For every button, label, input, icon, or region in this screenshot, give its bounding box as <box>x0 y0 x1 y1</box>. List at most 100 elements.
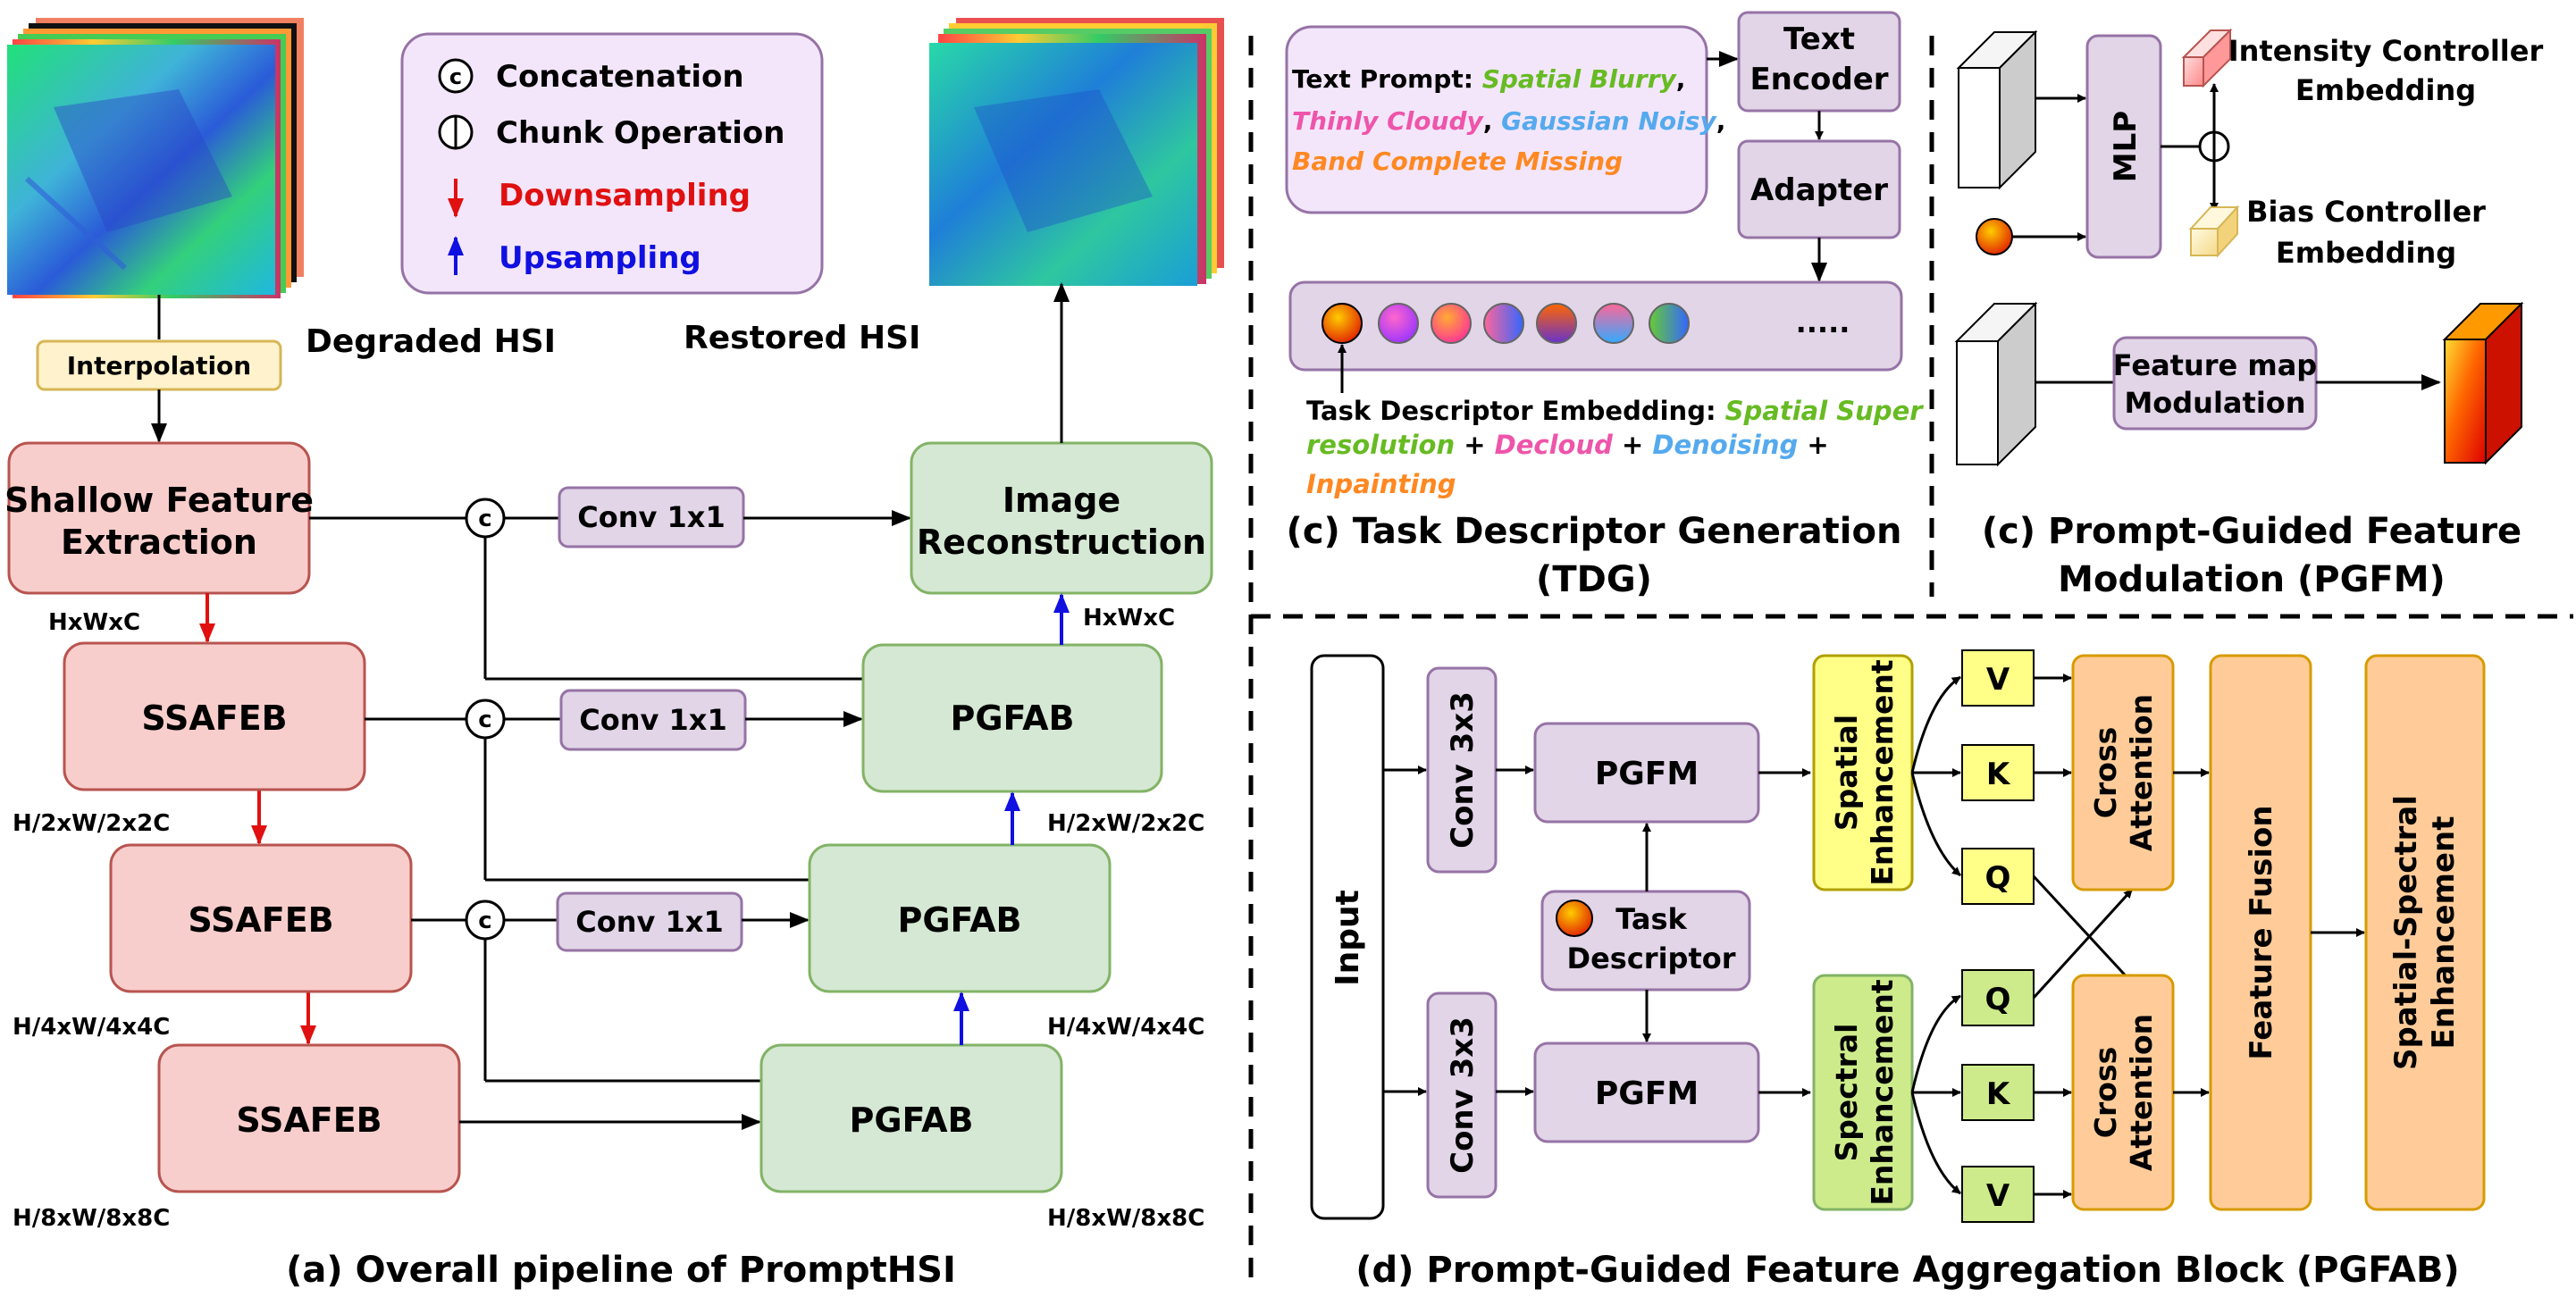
embedding-token-6 <box>1593 303 1634 344</box>
ss-enh-line1: Spatial-Spectral <box>2388 795 2424 1070</box>
pgfab-1: PGFAB <box>950 699 1074 738</box>
text-encoder-line1: Text <box>1783 21 1855 57</box>
legend-concat-symbol: c <box>449 64 462 89</box>
embedding-token-2 <box>1378 303 1419 344</box>
pgfm-bottom: PGFM <box>1595 1075 1699 1112</box>
legend-concatenation: Concatenation <box>496 59 744 95</box>
ss-enh-line2: Enhancement <box>2426 816 2462 1050</box>
dim-h4-left: H/4xW/4x4C <box>13 1014 170 1041</box>
dim-h4-right: H/4xW/4x4C <box>1047 1014 1204 1041</box>
spectral-enh-line1: Spectral <box>1829 1024 1864 1162</box>
tdg-prompt-line2: Thinly Cloudy, Gaussian Noisy, <box>1292 106 1725 136</box>
embedding-dots: ..... <box>1796 305 1850 339</box>
shallow-feature-line2: Extraction <box>61 523 257 562</box>
dim-h8-right: H/8xW/8x8C <box>1047 1205 1204 1232</box>
embedding-token-4 <box>1483 303 1524 344</box>
interpolation-box: Interpolation <box>67 351 251 381</box>
spatial-enh-line2: Enhancement <box>1865 659 1900 885</box>
intensity-embedding-bar <box>2181 28 2233 88</box>
concat-1: c <box>478 506 491 532</box>
bias-embedding-bar <box>2188 205 2240 258</box>
bias-line2: Embedding <box>2276 236 2456 270</box>
task-descriptor-token <box>1556 900 1593 937</box>
legend-box: c Concatenation Chunk Operation Downsamp… <box>400 32 824 295</box>
feature-fusion-box: Feature Fusion <box>2244 805 2279 1059</box>
panel-c-tdg: Text Prompt: Spatial Blurry, Thinly Clou… <box>1285 11 1924 600</box>
input-box: Input <box>1330 890 1366 986</box>
intensity-line2: Embedding <box>2295 73 2476 107</box>
tdg-desc-line3: Inpainting <box>1306 469 1456 499</box>
caption-c-tdg-2: (TDG) <box>1536 559 1652 600</box>
image-recon-line2: Reconstruction <box>917 523 1206 562</box>
caption-c-pgfm-1: (c) Prompt-Guided Feature <box>1982 511 2521 552</box>
adapter-box: Adapter <box>1750 172 1888 208</box>
dim-hxwxc-right: HxWxC <box>1083 605 1175 632</box>
q-top: Q <box>1985 860 2011 896</box>
v-bottom: V <box>1986 1178 2010 1214</box>
tdg-desc-line2: resolution + Decloud + Denoising + <box>1306 430 1829 460</box>
caption-d: (d) Prompt-Guided Feature Aggregation Bl… <box>1355 1250 2459 1291</box>
bias-line1: Bias Controller <box>2246 195 2486 229</box>
feature-prism-2 <box>1954 301 2038 467</box>
mlp-box: MLP <box>2108 111 2144 182</box>
restored-hsi-label: Restored HSI <box>684 320 920 356</box>
red-token <box>1976 218 2013 255</box>
dim-h2-left: H/2xW/2x2C <box>13 810 170 837</box>
spectral-enh-line2: Enhancement <box>1865 979 1900 1205</box>
tdg-prompt-line1: Text Prompt: Spatial Blurry, <box>1292 64 1685 94</box>
panel-d-pgfab: Input Conv 3x3 Conv 3x3 PGFM PGFM Task D… <box>1310 649 2486 1291</box>
modulation-line2: Modulation <box>2124 386 2305 420</box>
spatial-enh-line1: Spatial <box>1829 715 1864 831</box>
dim-hxwxc-left: HxWxC <box>48 609 140 636</box>
pgfab-3: PGFAB <box>849 1100 973 1140</box>
intensity-line1: Intensity Controller <box>2228 34 2544 68</box>
embedding-token-1 <box>1322 303 1363 344</box>
dim-h8-left: H/8xW/8x8C <box>13 1205 170 1232</box>
embedding-token-3 <box>1431 303 1472 344</box>
shallow-feature-line1: Shallow Feature <box>4 481 314 520</box>
conv1x1-2: Conv 1x1 <box>579 703 726 737</box>
ssafeb-1: SSAFEB <box>141 699 287 738</box>
conv3x3-bottom: Conv 3x3 <box>1445 1017 1481 1174</box>
embedding-token-7 <box>1649 303 1690 344</box>
conv1x1-3: Conv 1x1 <box>575 905 723 939</box>
caption-c-tdg-1: (c) Task Descriptor Generation <box>1287 511 1902 552</box>
panel-c-pgfm: MLP Intensity Controller Embedding Bias … <box>1954 28 2544 600</box>
ssafeb-2: SSAFEB <box>188 900 333 940</box>
pgfab-2: PGFAB <box>897 900 1021 940</box>
tdg-prompt-line3: Band Complete Missing <box>1292 146 1623 176</box>
tdg-desc-line1: Task Descriptor Embedding: Spatial Super <box>1306 396 1924 426</box>
k-bottom: K <box>1986 1076 2011 1112</box>
feature-prism-1 <box>1956 29 2038 190</box>
pgfm-top: PGFM <box>1595 756 1699 792</box>
legend-downsampling: Downsampling <box>499 178 751 213</box>
cross-attn-bottom-line1: Cross <box>2088 1047 2123 1138</box>
conv1x1-1: Conv 1x1 <box>577 500 725 534</box>
dim-h2-right: H/2xW/2x2C <box>1047 810 1204 837</box>
cross-attn-top-line2: Attention <box>2124 694 2159 851</box>
panel-a-pipeline: c Concatenation Chunk Operation Downsamp… <box>4 18 1224 1291</box>
caption-c-pgfm-2: Modulation (PGFM) <box>2058 559 2446 600</box>
task-descriptor-line1: Task <box>1615 902 1687 936</box>
cross-attn-bottom-line2: Attention <box>2124 1014 2159 1171</box>
embedding-token-5 <box>1536 303 1577 344</box>
degraded-hsi-label: Degraded HSI <box>306 323 556 360</box>
ssafeb-3: SSAFEB <box>236 1100 382 1140</box>
q-bottom: Q <box>1985 982 2011 1017</box>
k-top: K <box>1986 757 2011 792</box>
restored-hsi-cube <box>929 18 1224 286</box>
caption-a: (a) Overall pipeline of PromptHSI <box>286 1250 956 1291</box>
legend-upsampling: Upsampling <box>499 240 701 276</box>
modulation-line1: Feature map <box>2113 348 2317 382</box>
legend-chunk: Chunk Operation <box>496 115 785 151</box>
task-descriptor-line2: Descriptor <box>1567 941 1736 975</box>
concat-3: c <box>478 908 491 934</box>
image-recon-line1: Image <box>1003 481 1120 520</box>
modulated-feature-prism <box>2442 301 2524 465</box>
concat-2: c <box>478 707 491 733</box>
degraded-hsi-cube <box>7 18 304 298</box>
conv3x3-top: Conv 3x3 <box>1445 691 1481 849</box>
cross-attn-top-line1: Cross <box>2088 727 2123 818</box>
v-top: V <box>1986 662 2010 698</box>
